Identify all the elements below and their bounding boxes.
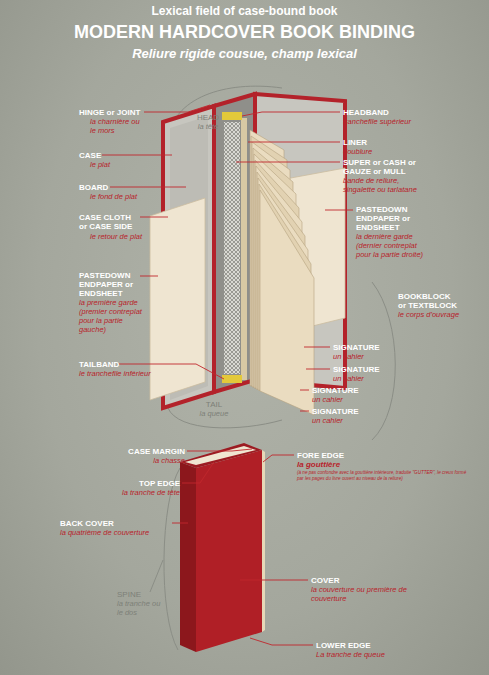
zone-term: la queue <box>192 409 236 418</box>
part-name: SIGNATURE <box>333 343 393 352</box>
zone-name: HEAD <box>186 113 230 122</box>
zone-term: la tranche ou le dos <box>117 599 165 617</box>
part-name: CASE MARGIN <box>95 447 185 456</box>
tailband <box>222 375 242 383</box>
part-name: COVER <box>311 576 411 585</box>
closed-book <box>180 443 265 652</box>
french-term: le fond de plat <box>90 192 160 201</box>
french-term: la première garde (premier contreplat po… <box>79 298 151 334</box>
headband <box>222 112 242 120</box>
zone-name: SPINE <box>117 590 167 599</box>
super-title: Lexical field of case-bound book <box>0 4 489 18</box>
part-name: LOWER EDGE <box>316 641 416 650</box>
french-term: la couverture ou première de couverture <box>311 585 416 603</box>
part-name: PASTEDOWN ENDPAPER or ENDSHEET <box>79 271 139 298</box>
french-term: la gouttière <box>297 460 397 469</box>
french-term: un cahier <box>312 416 372 425</box>
part-name: BOARD <box>79 183 119 192</box>
french-term: un cahier <box>333 352 393 361</box>
part-name: PASTEDOWN ENDPAPER or ENDSHEET <box>356 205 416 232</box>
french-term: un cahier <box>333 374 393 383</box>
french-term: le plat <box>90 160 140 169</box>
note: (à ne pas confondre avec la gouttière in… <box>297 470 467 481</box>
part-name: CASE <box>79 151 119 160</box>
french-term: la charnière ou le mors <box>90 117 140 135</box>
part-name: HEADBAND <box>343 108 423 117</box>
liner <box>241 118 247 380</box>
part-name: HINGE or JOINT <box>79 108 159 117</box>
french-term: La tranche de queue <box>316 650 426 659</box>
french-term: la quatrième de couverture <box>60 528 180 537</box>
gauze <box>224 122 240 374</box>
part-name: SIGNATURE <box>333 365 393 374</box>
zone-term: la tête <box>186 122 230 131</box>
part-name: TAILBAND <box>79 360 139 369</box>
part-name: TOP EDGE <box>80 479 180 488</box>
subtitle: Reliure rigide cousue, champ lexical <box>0 46 489 61</box>
part-name: LINER <box>343 138 403 147</box>
part-name: FORE EDGE <box>297 451 397 460</box>
french-term: tranchefile supérieur <box>343 117 438 126</box>
part-name: SIGNATURE <box>312 407 372 416</box>
left-endpaper <box>150 198 205 400</box>
french-term: le tranchefile inférieur <box>79 369 174 378</box>
part-name: SUPER or CASH or GAUZE or MULL <box>343 158 419 176</box>
zone-name: TAIL <box>192 400 236 409</box>
french-term: le retour de plat <box>90 232 160 241</box>
spine <box>214 94 255 392</box>
part-name: BOOKBLOCK or TEXTBLOCK <box>398 292 460 310</box>
french-term: le corps d'ouvrage <box>398 310 478 319</box>
french-term: un cahier <box>312 395 372 404</box>
part-name: SIGNATURE <box>312 386 372 395</box>
title: MODERN HARDCOVER BOOK BINDING <box>0 22 489 42</box>
french-term: doublure <box>343 147 403 156</box>
part-name: CASE CLOTH or CASE SIDE <box>79 213 137 231</box>
part-name: BACK COVER <box>60 519 180 528</box>
french-term: la dernière garde (dernier contreplat po… <box>356 232 432 259</box>
signature-pages <box>250 130 314 415</box>
french-term: la chasse <box>95 456 185 465</box>
french-term: bande de reliure, singalette ou tarlatan… <box>343 176 433 194</box>
french-term: la tranche de tête <box>80 488 180 497</box>
